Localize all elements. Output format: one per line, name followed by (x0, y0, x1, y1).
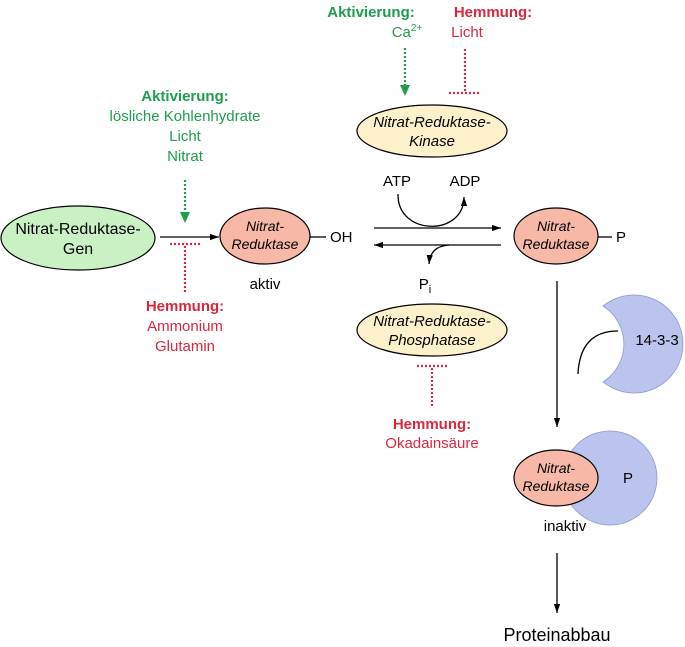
gene-node: Nitrat-Reduktase- Gen (0, 205, 156, 271)
atp-label: ATP (383, 173, 411, 190)
phosphatase-label-line-1: Nitrat-Reduktase- (373, 313, 491, 330)
complex-enzyme-label-line-1: Nitrat- (537, 460, 575, 476)
phosphorylated-enzyme-label-line-1: Nitrat- (537, 218, 575, 234)
protein-14-3-3-crescent (602, 294, 684, 394)
phosphorylation-cycle: ATP ADP Pi (374, 173, 501, 296)
kinase-label-line-1: Nitrat-Reduktase- (373, 114, 491, 131)
gene-inhibition-heading: Hemmung: (146, 298, 224, 315)
protein-14-3-3-binding: 14-3-3 (553, 281, 684, 427)
phosphate-subscript: i (429, 284, 431, 296)
complex-enzyme-ellipse (513, 449, 599, 507)
phosphate-release-arrow (426, 244, 450, 265)
calcium-ion-label: Ca2+ (392, 23, 423, 41)
phosphatase-label-line-2: Phosphatase (388, 332, 476, 349)
kinase-label-line-2: Kinase (409, 133, 455, 150)
active-enzyme-ellipse (219, 207, 311, 265)
gene-activation-arrowhead (180, 212, 190, 223)
phosphorylated-enzyme-node: Nitrat- Reduktase P (513, 207, 626, 265)
gene-ellipse (0, 205, 156, 271)
active-state-label: aktiv (250, 276, 281, 293)
calcium-ion-charge: 2+ (411, 23, 423, 34)
gene-activation-heading: Aktivierung: (141, 88, 229, 105)
kinase-inhibitor-light: Licht (451, 24, 484, 41)
phosphatase-ellipse (356, 303, 508, 357)
gene-inhibitor-ammonium: Ammonium (147, 318, 223, 335)
gene-inhibitor-glutamine: Glutamin (155, 338, 215, 355)
complex-phosphate-label: P (623, 470, 633, 487)
gene-activator-nitrate: Nitrat (167, 148, 204, 165)
active-enzyme-node: Nitrat- Reduktase OH aktiv (219, 207, 353, 293)
phosphatase-inhibition: Hemmung: Okadainsäure (385, 364, 479, 452)
hydroxyl-group-label: OH (330, 229, 353, 246)
calcium-ion-symbol: Ca (392, 24, 412, 41)
complex-enzyme-label-line-2: Reduktase (523, 478, 590, 494)
phosphate-group-label: P (616, 229, 626, 246)
active-enzyme-label-line-1: Nitrat- (246, 218, 284, 234)
adp-label: ADP (450, 173, 481, 190)
kinase-node: Nitrat-Reduktase- Kinase (356, 104, 508, 158)
protein-14-3-3-binding-line (577, 330, 619, 375)
inactive-state-label: inaktiv (544, 518, 587, 535)
phosphate-symbol: P (419, 276, 429, 293)
inactive-complex: Nitrat- Reduktase P inaktiv (513, 430, 658, 535)
phosphatase-node: Nitrat-Reduktase- Phosphatase (356, 303, 508, 357)
atp-to-adp-arrow (397, 193, 468, 227)
gene-activation: Aktivierung: lösliche Kohlenhydrate Lich… (110, 88, 261, 223)
protein-14-3-3-label: 14-3-3 (635, 332, 678, 349)
phosphatase-inhibition-heading: Hemmung: (393, 416, 471, 433)
phosphorylated-enzyme-label-line-2: Reduktase (523, 236, 590, 252)
kinase-activation-arrowhead (400, 85, 410, 96)
phosphatase-inhibitor-okadaic-acid: Okadainsäure (385, 435, 478, 452)
kinase-ellipse (356, 104, 508, 158)
gene-label-line-2: Gen (63, 241, 93, 258)
gene-inhibition: Hemmung: Ammonium Glutamin (146, 242, 224, 355)
phosphorylated-enzyme-ellipse (513, 207, 599, 265)
protein-degradation-label: Proteinabbau (503, 625, 610, 645)
kinase-activation: Aktivierung: Ca2+ (327, 4, 422, 96)
gene-activator-light: Licht (169, 128, 202, 145)
inorganic-phosphate-label: Pi (419, 276, 431, 296)
kinase-activation-heading: Aktivierung: (327, 4, 415, 21)
kinase-inhibition: Hemmung: Licht (449, 4, 532, 95)
kinase-inhibition-heading: Hemmung: (454, 4, 532, 21)
gene-label-line-1: Nitrat-Reduktase- (15, 221, 140, 238)
gene-activator-sugars: lösliche Kohlenhydrate (110, 108, 261, 125)
active-enzyme-label-line-2: Reduktase (232, 236, 299, 252)
